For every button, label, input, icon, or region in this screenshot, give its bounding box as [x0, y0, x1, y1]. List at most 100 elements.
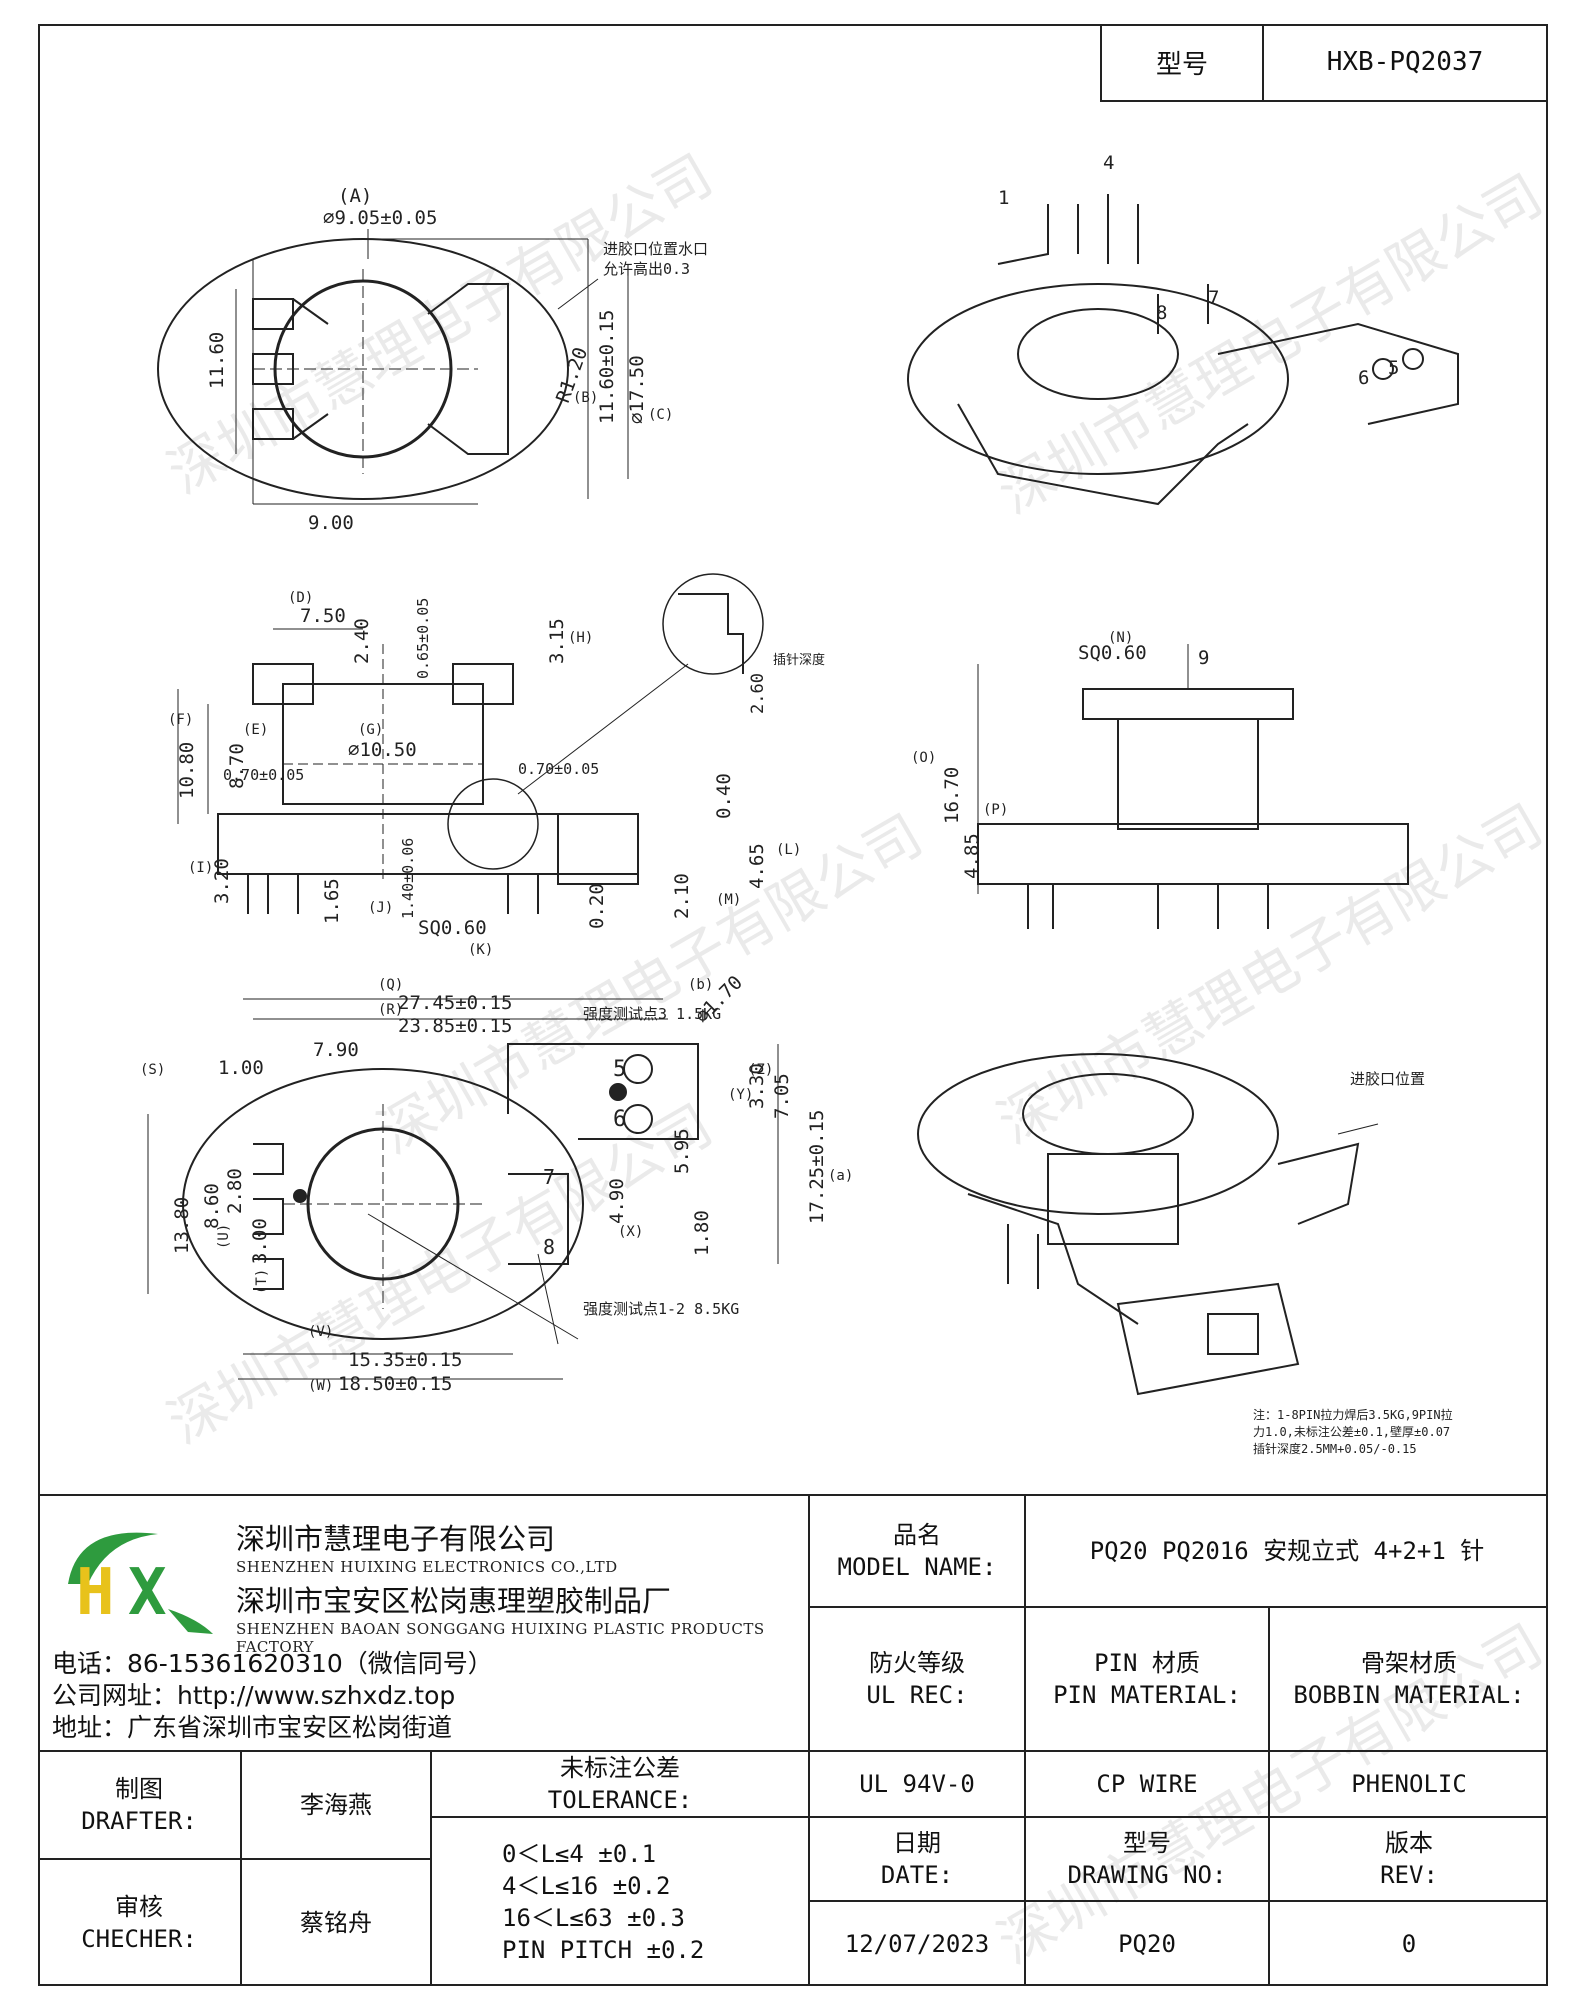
tag-n: (N) — [1108, 630, 1133, 646]
company-name-en: SHENZHEN HUIXING ELECTRONICS CO.,LTD — [236, 1558, 618, 1576]
top-view — [157, 229, 629, 505]
tag-b-lower: (b) — [688, 977, 713, 993]
pin-value: CP WIRE — [1096, 1770, 1198, 1798]
drafter-label-cn: 制图 — [115, 1775, 163, 1803]
dim-0-40: 0.40 — [713, 773, 735, 819]
checker-label-cell: 审核 CHECHER: — [38, 1860, 242, 1986]
tag-e: (E) — [243, 722, 268, 738]
dim-3-00: 3.00 — [249, 1218, 271, 1264]
tag-w: (W) — [308, 1378, 333, 1394]
bottom-view — [147, 998, 779, 1380]
front-pin-9: 9 — [1198, 647, 1209, 669]
bobbin-value-cell: PHENOLIC — [1270, 1752, 1548, 1818]
dim-b: 11.60±0.15 — [596, 310, 618, 424]
dim-7-50: 7.50 — [300, 605, 346, 627]
date-label-cell: 日期 DATE: — [810, 1818, 1026, 1902]
rev-value-cell: 0 — [1270, 1902, 1548, 1986]
ul-value-cell: UL 94V-0 — [810, 1752, 1026, 1818]
dim-c: ⌀17.50 — [626, 355, 648, 424]
drawing-label-cn: 型号 — [1123, 1829, 1171, 1857]
dim-10-80: 10.80 — [176, 742, 198, 799]
date-value: 12/07/2023 — [844, 1930, 990, 1958]
iso-gate-label: 进胶口位置 — [1350, 1070, 1425, 1088]
drafter-value: 李海燕 — [300, 1791, 372, 1819]
dim-16-70: 16.70 — [941, 767, 963, 824]
drawing-frame — [38, 24, 1548, 1986]
dim-9-00: 9.00 — [308, 512, 354, 534]
dim-0-70-b: 0.70±0.05 — [518, 760, 599, 778]
header-box: 型号 HXB-PQ2037 — [1100, 24, 1548, 102]
drafter-value-cell: 李海燕 — [242, 1752, 432, 1860]
dim-8-70: 8.70 — [226, 743, 248, 789]
tag-x: (X) — [618, 1224, 643, 1240]
note-line-2: 力1.0,未标注公差±0.1,壁厚±0.07 — [1253, 1424, 1450, 1439]
tag-p: (P) — [983, 802, 1008, 818]
ul-label-cn: 防火等级 — [869, 1649, 965, 1677]
tag-m: (M) — [716, 892, 741, 908]
iso-pin-5: 5 — [1388, 357, 1399, 379]
iso-pin-4: 4 — [1103, 152, 1114, 174]
bobbin-label-cell: 骨架材质 BOBBIN MATERIAL: — [1270, 1608, 1548, 1752]
dim-4-85: 4.85 — [961, 833, 983, 879]
model-label-cn: 品名 — [893, 1521, 941, 1549]
rev-label-cn: 版本 — [1385, 1829, 1433, 1857]
drawing-no-label-cell: 型号 DRAWING NO: — [1026, 1818, 1270, 1902]
dim-1-00: 1.00 — [218, 1057, 264, 1079]
tag-o: (O) — [911, 750, 936, 766]
tolerance-label-cell: 未标注公差 TOLERANCE: — [432, 1752, 810, 1818]
tolerance-label-en: TOLERANCE: — [547, 1786, 693, 1814]
dim-15-35: 15.35±0.15 — [348, 1349, 462, 1371]
pin-8: 8 — [543, 1235, 555, 1259]
tag-d: (D) — [288, 590, 313, 606]
model-name-value-cell: PQ20 PQ2016 安规立式 4+2+1 针 — [1026, 1496, 1548, 1608]
side-view — [177, 573, 764, 914]
test-point-1-2: 强度测试点1-2 8.5KG — [583, 1300, 739, 1318]
drafter-label-en: DRAFTER: — [81, 1807, 197, 1835]
tolerance-line: PIN PITCH ±0.2 — [502, 1936, 705, 1964]
model-name-label-cell: 品名 MODEL NAME: — [810, 1496, 1026, 1608]
note-line-3: 插针深度2.5MM+0.05/-0.15 — [1253, 1441, 1417, 1456]
pin-7: 7 — [543, 1165, 555, 1189]
dim-8-60: 8.60 — [201, 1183, 223, 1229]
dim-11-60: 11.60 — [206, 332, 228, 389]
type-value: HXB-PQ2037 — [1326, 47, 1484, 77]
dim-2-10: 2.10 — [671, 873, 693, 919]
dim-7-90: 7.90 — [313, 1039, 359, 1061]
dim-0-70-a: 0.70±0.05 — [223, 766, 304, 784]
company-website[interactable]: 公司网址：http://www.szhxdz.top — [52, 1681, 456, 1710]
drawing-no-value: PQ20 — [1118, 1930, 1176, 1958]
tag-s: (S) — [140, 1062, 165, 1078]
tolerance-line: 16＜L≤63 ±0.3 — [502, 1904, 685, 1932]
rev-label-en: REV: — [1380, 1861, 1438, 1889]
dim-3-15: 3.15 — [546, 618, 568, 664]
dim-3-20: 3.20 — [211, 858, 233, 904]
dim-2-60: 2.60 — [748, 673, 768, 714]
drawing-no-value-cell: PQ20 — [1026, 1902, 1270, 1986]
bobbin-value: PHENOLIC — [1351, 1770, 1467, 1798]
pin-label-cn: PIN 材质 — [1094, 1649, 1200, 1677]
dim-0-20: 0.20 — [586, 883, 608, 929]
iso-pin-8: 8 — [1156, 302, 1167, 324]
tag-r: (R) — [378, 1002, 403, 1018]
dim-18-50: 18.50±0.15 — [338, 1373, 452, 1395]
iso-pin-7: 7 — [1208, 287, 1219, 309]
dim-sq0-60: SQ0.60 — [418, 917, 487, 939]
iso-view-bottom — [917, 1053, 1379, 1396]
tolerance-values-cell: 0＜L≤4 ±0.1 4＜L≤16 ±0.2 16＜L≤63 ±0.3 PIN … — [432, 1818, 810, 1986]
checker-value: 蔡铭舟 — [300, 1909, 372, 1937]
note-line-1: 注：1-8PIN拉力焊后3.5KG,9PIN拉 — [1253, 1407, 1453, 1422]
dim-1-65: 1.65 — [321, 878, 343, 924]
tag-h: (H) — [568, 630, 593, 646]
drafter-label-cell: 制图 DRAFTER: — [38, 1752, 242, 1860]
dim-front-sq0-60: SQ0.60 — [1078, 642, 1147, 664]
tag-i: (I) — [188, 860, 213, 876]
dim-27-45: 27.45±0.15 — [398, 992, 512, 1014]
tag-c: (C) — [648, 407, 673, 423]
tag-v: (V) — [308, 1324, 333, 1340]
tag-y: (Y) — [728, 1087, 753, 1103]
tolerance-line: 0＜L≤4 ±0.1 — [502, 1840, 657, 1868]
logo-h: H — [76, 1556, 115, 1630]
tolerance-label-cn: 未标注公差 — [560, 1754, 680, 1782]
type-label: 型号 — [1102, 24, 1264, 100]
dim-dia-a: ⌀9.05±0.05 — [323, 207, 437, 229]
